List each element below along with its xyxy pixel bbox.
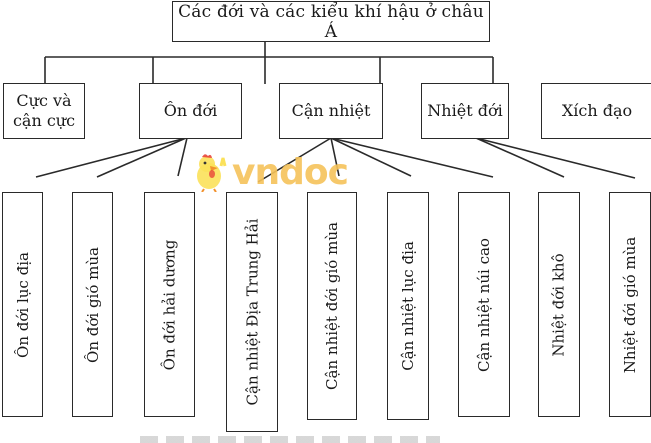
- climate-type-label: Cận nhiệt Địa Trung Hải: [243, 218, 262, 406]
- climate-type-label: Ôn đới lục địa: [13, 251, 32, 358]
- zone-label: Ôn đới: [163, 101, 218, 120]
- zone-box-temperate: Ôn đới: [139, 83, 242, 139]
- climate-type-box: Nhiệt đới gió mùa: [609, 192, 651, 417]
- zone-box-polar: Cực và cận cực: [3, 83, 85, 139]
- zone-label-line1: Cực và: [16, 91, 72, 110]
- zone-label: Nhiệt đới: [427, 101, 503, 120]
- climate-type-box: Nhiệt đới khô: [538, 192, 580, 417]
- zone-label: Xích đạo: [561, 101, 633, 120]
- climate-type-box: Ôn đới hải dương: [144, 192, 195, 417]
- climate-type-label: Nhiệt đới gió mùa: [621, 236, 640, 373]
- diagram-title: Các đới và các kiểu khí hậu ở châu Á: [178, 1, 484, 42]
- diagram-title-box: Các đới và các kiểu khí hậu ở châu Á: [172, 1, 490, 42]
- climate-type-label: Nhiệt đới khô: [550, 252, 568, 357]
- zone-box-subtropical: Cận nhiệt: [279, 83, 383, 139]
- climate-type-box: Cận nhiệt Địa Trung Hải: [226, 192, 278, 432]
- climate-type-label: Cận nhiệt lục địa: [399, 241, 418, 371]
- zone-label-line2: cận cực: [12, 111, 76, 130]
- bottom-artifact: [140, 436, 440, 443]
- zone-box-equatorial: Xích đạo: [541, 83, 651, 139]
- climate-type-box: Cận nhiệt đới gió mùa: [307, 192, 357, 420]
- climate-type-label: Ôn đới gió mùa: [83, 246, 102, 363]
- climate-type-label: Cận nhiệt đới gió mùa: [323, 222, 341, 390]
- zone-box-tropical: Nhiệt đới: [421, 83, 509, 139]
- climate-type-box: Cận nhiệt lục địa: [387, 192, 429, 420]
- climate-type-label: Cận nhiệt núi cao: [475, 237, 493, 372]
- climate-type-box: Ôn đới gió mùa: [72, 192, 113, 417]
- climate-type-box: Cận nhiệt núi cao: [458, 192, 510, 417]
- climate-type-box: Ôn đới lục địa: [2, 192, 43, 417]
- zone-label: Cận nhiệt: [291, 101, 371, 120]
- climate-type-label: Ôn đới hải dương: [160, 239, 179, 370]
